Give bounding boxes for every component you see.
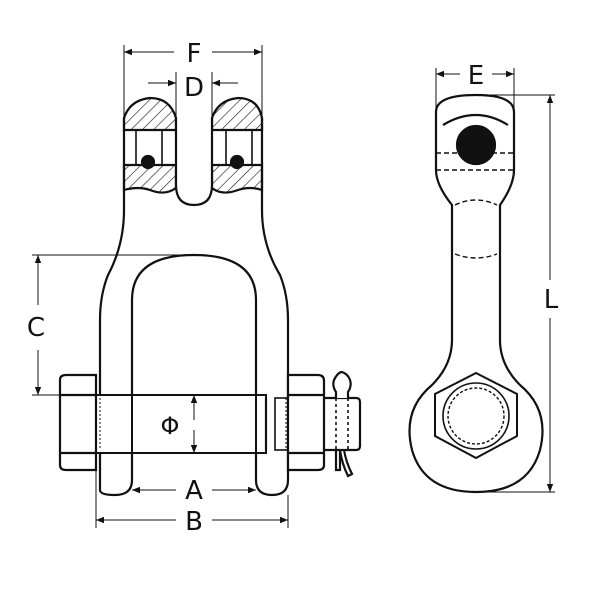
left-section-hatch (122, 96, 178, 132)
label-A: A (185, 476, 203, 506)
nut (286, 373, 326, 472)
cotter-pin (332, 370, 352, 398)
dimension-lines-side (435, 68, 555, 493)
label-D: D (184, 73, 204, 103)
label-E: E (468, 61, 484, 91)
label-F: F (187, 39, 202, 69)
right-lower-hatch (210, 163, 264, 194)
dimension-lines-front (32, 45, 289, 528)
side-link (408, 93, 544, 494)
side-view (408, 93, 544, 494)
front-view (58, 96, 362, 497)
right-section-hatch (210, 96, 264, 132)
left-lower-hatch (122, 163, 178, 194)
label-B: B (185, 507, 203, 537)
hex-nut (434, 371, 518, 460)
label-phi: Φ (161, 412, 180, 440)
label-L: L (544, 285, 559, 315)
label-C: C (27, 313, 45, 343)
bolt-head (58, 373, 98, 472)
bolt (95, 394, 267, 454)
